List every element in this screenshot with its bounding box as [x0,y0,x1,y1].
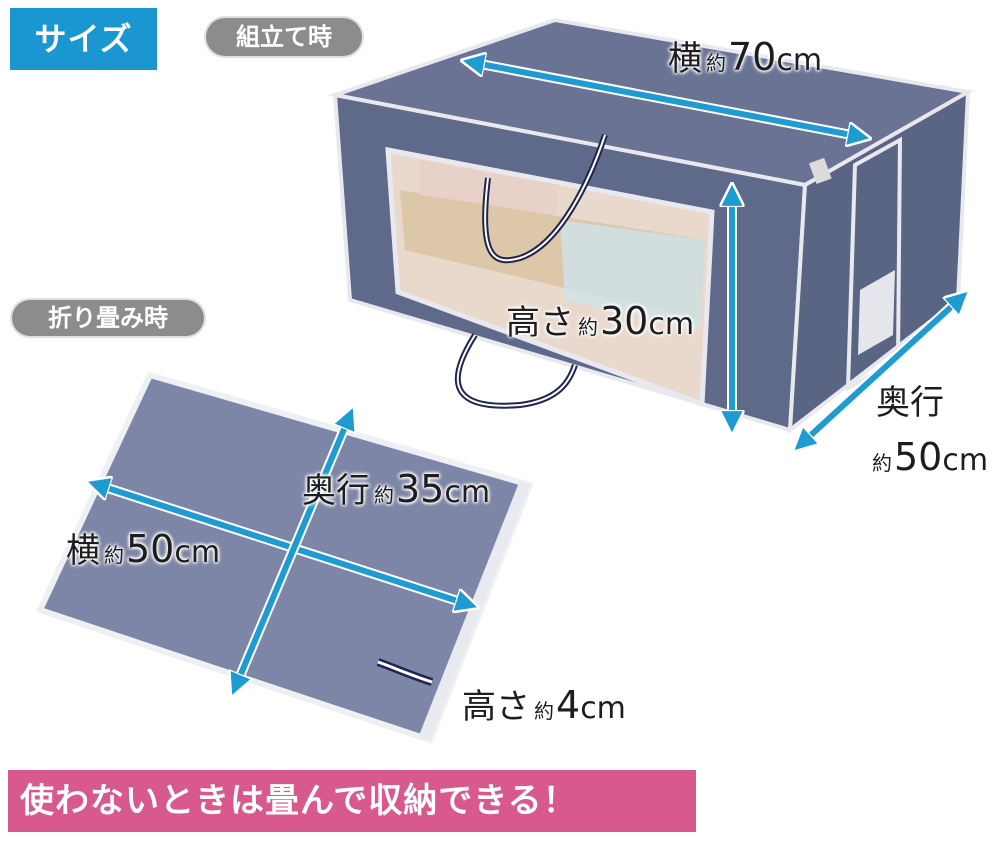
approx-mark: 約 [534,699,554,723]
dimension-unit: cm [648,307,695,342]
dimension-value: 4 [556,683,581,727]
approx-mark: 約 [578,315,598,339]
dimension-name: 横 [668,39,702,79]
folded-bag-image [35,371,534,744]
dimension-unit: cm [776,43,823,78]
dimension-value: 70 [728,35,777,79]
dimension-unit: cm [580,691,626,726]
folded-height-label: 高さ約4cm [462,686,626,724]
assembled-width-label: 横約70cm [668,38,822,76]
dimension-name: 高さ [506,303,574,343]
approx-mark: 約 [104,543,124,567]
dimension-name: 奥行 [302,471,370,511]
dimension-name: 横 [66,531,100,571]
assembled-depth-value: 約50cm [868,438,988,476]
approx-mark: 約 [374,483,394,507]
dimension-name: 高さ [462,687,530,727]
assembled-height-label: 高さ約30cm [506,302,694,340]
assembled-depth-title: 奥行 [876,386,944,420]
size-badge: サイズ [10,8,157,70]
foldable-banner: 使わないときは畳んで収納できる！ [8,770,696,832]
dimension-value: 50 [126,527,175,571]
assembled-bag-image [327,17,974,445]
dimension-name: 奥行 [876,383,944,423]
folded-width-label: 横約50cm [66,530,220,568]
approx-mark: 約 [706,51,726,75]
dimension-unit: cm [444,475,491,510]
folded-depth-label: 奥行約35cm [302,470,490,508]
dimension-unit: cm [174,535,221,570]
dimension-value: 35 [396,467,445,511]
dimension-value: 30 [600,299,649,343]
dimension-value: 50 [894,435,943,479]
approx-mark: 約 [872,451,892,475]
folded-label: 折り畳み時 [12,300,204,336]
assembled-label: 組立て時 [206,18,362,56]
dimension-unit: cm [942,443,989,478]
